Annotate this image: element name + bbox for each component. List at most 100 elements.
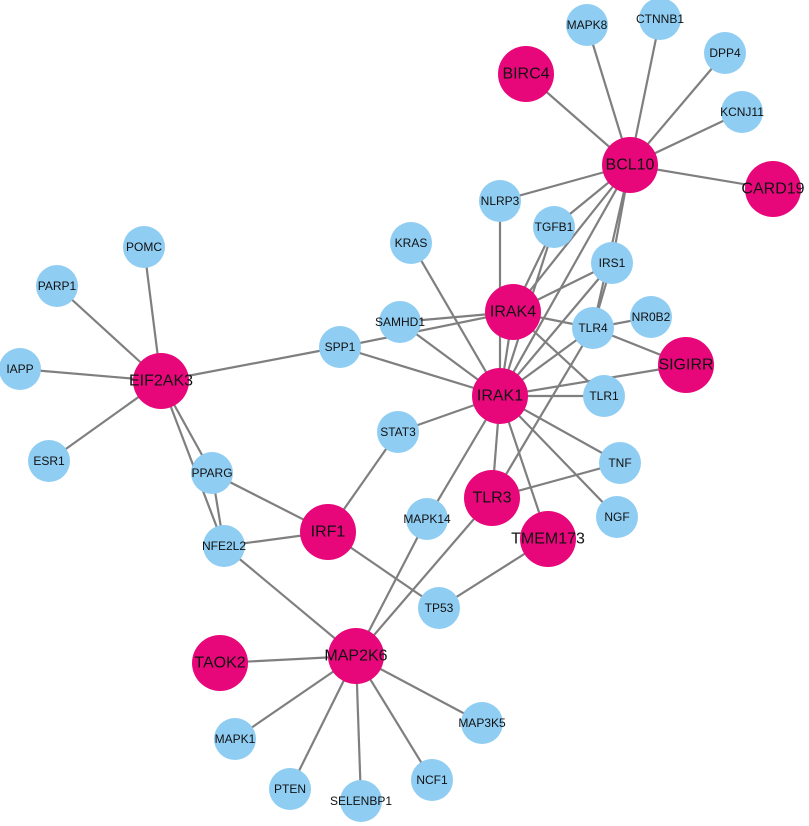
node-circle-ngf [596, 496, 638, 538]
node-label-nlrp3: NLRP3 [481, 194, 520, 208]
node-circle-tlr3 [464, 470, 520, 526]
edge-tlr3-map2k6 [355, 497, 493, 657]
edges-layer [19, 18, 774, 802]
node-circle-mapk1 [214, 718, 256, 760]
node-label-kcnj11: KCNJ11 [720, 105, 764, 119]
edge-nfe2l2-map2k6 [223, 545, 357, 657]
node-circle-map3k5 [461, 702, 503, 744]
node-nr0b2: NR0B2 [630, 296, 672, 338]
node-tlr4: TLR4 [572, 307, 614, 349]
node-label-map2k6: MAP2K6 [324, 648, 387, 665]
edge-eif2ak3-nfe2l2 [159, 380, 226, 547]
node-label-kras: KRAS [395, 236, 428, 250]
node-label-selenbp1: SELENBP1 [330, 794, 392, 808]
node-circle-iapp [0, 348, 41, 390]
node-circle-tgfb1 [533, 206, 575, 248]
node-label-tgfb1: TGFB1 [535, 220, 574, 234]
node-circle-irak4 [485, 284, 541, 340]
edge-bcl10-irak1 [499, 164, 631, 397]
node-iapp: IAPP [0, 348, 41, 390]
node-kcnj11: KCNJ11 [720, 91, 764, 133]
node-label-spp1: SPP1 [325, 340, 356, 354]
node-label-iapp: IAPP [6, 362, 33, 376]
node-circle-esr1 [28, 440, 70, 482]
node-circle-parp1 [36, 265, 78, 307]
node-label-birc4: BIRC4 [502, 66, 549, 83]
node-circle-pomc [123, 226, 165, 268]
node-birc4: BIRC4 [498, 46, 554, 102]
node-label-pparg: PPARG [191, 466, 232, 480]
node-circle-bcl10 [602, 137, 658, 193]
node-card19: CARD19 [741, 161, 805, 217]
node-circle-irs1 [591, 242, 633, 284]
node-label-irf1: IRF1 [311, 524, 346, 541]
node-taok2: TAOK2 [192, 635, 248, 691]
node-label-eif2ak3: EIF2AK3 [129, 373, 193, 390]
node-label-mapk1: MAPK1 [215, 732, 256, 746]
node-circle-nlrp3 [479, 180, 521, 222]
edge-spp1-eif2ak3 [160, 345, 341, 383]
node-irak1: IRAK1 [472, 368, 528, 424]
node-nfe2l2: NFE2L2 [202, 525, 246, 567]
node-circle-mapk14 [406, 498, 448, 540]
node-samhd1: SAMHD1 [375, 301, 425, 343]
node-label-irak4: IRAK4 [490, 304, 536, 321]
node-tlr3: TLR3 [464, 470, 520, 526]
node-label-ctnnb1: CTNNB1 [636, 12, 684, 26]
node-circle-pten [269, 768, 311, 810]
node-pten: PTEN [269, 768, 311, 810]
node-label-esr1: ESR1 [33, 454, 65, 468]
node-tlr1: TLR1 [583, 375, 625, 417]
node-label-nfe2l2: NFE2L2 [202, 539, 246, 553]
edge-kras-irak1 [410, 242, 501, 397]
node-label-mapk14: MAPK14 [403, 512, 451, 526]
node-irs1: IRS1 [591, 242, 633, 284]
node-pomc: POMC [123, 226, 165, 268]
node-circle-card19 [745, 161, 801, 217]
node-label-ngf: NGF [604, 510, 629, 524]
node-circle-tlr4 [572, 307, 614, 349]
edge-irs1-irak1 [499, 262, 613, 397]
node-label-samhd1: SAMHD1 [375, 315, 425, 329]
node-label-pomc: POMC [126, 240, 162, 254]
node-spp1: SPP1 [319, 326, 361, 368]
node-tmem173: TMEM173 [511, 511, 585, 567]
node-circle-tp53 [418, 587, 460, 629]
node-circle-kcnj11 [721, 91, 763, 133]
node-circle-selenbp1 [340, 780, 382, 822]
node-circle-ctnnb1 [639, 0, 681, 40]
node-label-nr0b2: NR0B2 [632, 310, 671, 324]
node-label-taok2: TAOK2 [194, 655, 245, 672]
node-label-bcl10: BCL10 [606, 157, 655, 174]
node-label-tp53: TP53 [425, 601, 454, 615]
node-label-tlr3: TLR3 [472, 490, 511, 507]
node-pparg: PPARG [191, 452, 233, 494]
edge-irak4-spp1 [339, 310, 514, 349]
edge-irak1-ngf [499, 395, 618, 518]
node-irf1: IRF1 [300, 504, 356, 560]
node-circle-kras [390, 222, 432, 264]
node-tgfb1: TGFB1 [533, 206, 575, 248]
node-ngf: NGF [596, 496, 638, 538]
node-circle-sigirr [658, 337, 714, 393]
edge-tlr4-tlr3 [491, 327, 594, 499]
node-circle-eif2ak3 [133, 353, 189, 409]
node-map3k5: MAP3K5 [458, 702, 506, 744]
node-circle-birc4 [498, 46, 554, 102]
node-dpp4: DPP4 [704, 32, 746, 74]
node-label-tlr1: TLR1 [589, 389, 619, 403]
node-circle-tlr1 [583, 375, 625, 417]
node-label-irak1: IRAK1 [477, 388, 523, 405]
node-irak4: IRAK4 [485, 284, 541, 340]
node-circle-nfe2l2 [203, 525, 245, 567]
node-mapk8: MAPK8 [566, 4, 608, 46]
node-tnf: TNF [599, 442, 641, 484]
node-label-pten: PTEN [274, 782, 306, 796]
node-circle-pparg [191, 452, 233, 494]
node-label-parp1: PARP1 [38, 279, 77, 293]
node-kras: KRAS [390, 222, 432, 264]
node-circle-taok2 [192, 635, 248, 691]
node-mapk14: MAPK14 [403, 498, 451, 540]
node-circle-tnf [599, 442, 641, 484]
